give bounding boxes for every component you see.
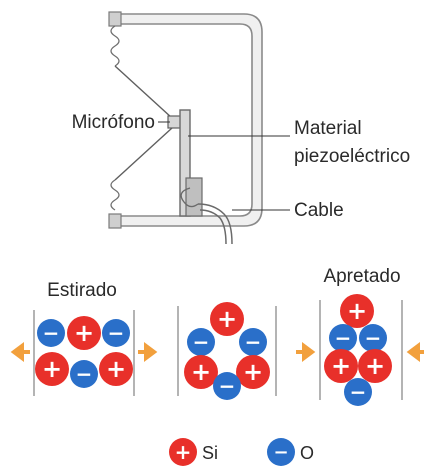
minus-sign: − xyxy=(350,380,367,404)
minus-sign: − xyxy=(76,362,93,386)
minus-sign: − xyxy=(365,326,382,350)
si-ion: + xyxy=(184,355,218,389)
minus-sign: − xyxy=(245,330,262,354)
diaphragm-bottom-wave xyxy=(110,179,120,211)
si-ion: + xyxy=(67,316,101,350)
o-ion: − xyxy=(37,319,65,347)
plus-sign: + xyxy=(106,355,126,383)
minus-sign: − xyxy=(193,330,210,354)
o-ion: − xyxy=(213,372,241,400)
cable-loop xyxy=(180,187,199,208)
label-stretched: Estirado xyxy=(47,280,117,301)
o-ion: − xyxy=(187,328,215,356)
minus-sign: − xyxy=(273,442,288,463)
plus-sign: + xyxy=(217,305,237,333)
crystal-stretched: − + − + − + xyxy=(10,310,158,396)
cable-wire-2 xyxy=(199,209,227,245)
si-ion: + xyxy=(35,352,69,386)
diaphragm-top-line xyxy=(114,65,173,119)
label-microphone: Micrófono xyxy=(72,112,155,133)
bottom-clamp xyxy=(108,213,122,229)
o-ion: − xyxy=(102,319,130,347)
o-ion: − xyxy=(239,328,267,356)
microphone-diagram: Micrófono Material piezoeléctrico Cable xyxy=(72,11,410,245)
plus-sign: + xyxy=(331,352,351,380)
label-compressed: Apretado xyxy=(323,266,400,287)
force-arrow-left xyxy=(10,342,30,362)
plus-sign: + xyxy=(365,352,385,380)
force-arrow-right xyxy=(406,342,424,362)
crystal-neutral: + − − + + − xyxy=(177,302,277,400)
plus-sign: + xyxy=(347,297,367,325)
legend-o-label: O xyxy=(300,443,314,463)
label-cable: Cable xyxy=(294,200,344,221)
label-piezo-material-line1: Material xyxy=(294,118,362,139)
top-clamp xyxy=(108,11,122,27)
diaphragm-top-wave xyxy=(110,25,120,67)
label-piezo-material-line2: piezoeléctrico xyxy=(294,146,410,167)
o-ion: − xyxy=(329,324,357,352)
si-ion: + xyxy=(358,349,392,383)
legend-si-swatch: + xyxy=(169,438,197,466)
minus-sign: − xyxy=(108,321,125,345)
o-ion: − xyxy=(359,324,387,352)
plus-sign: + xyxy=(243,358,263,386)
o-ion: − xyxy=(70,360,98,388)
minus-sign: − xyxy=(43,321,60,345)
legend: + Si − O xyxy=(169,438,314,466)
si-ion: + xyxy=(210,302,244,336)
si-ion: + xyxy=(99,352,133,386)
plus-sign: + xyxy=(191,358,211,386)
force-arrow-left xyxy=(296,342,316,362)
piezo-material xyxy=(179,109,191,217)
crystal-compressed: + − − + + − xyxy=(296,294,424,406)
o-ion: − xyxy=(344,378,372,406)
minus-sign: − xyxy=(335,326,352,350)
force-arrow-right xyxy=(138,342,158,362)
plus-sign: + xyxy=(74,319,94,347)
piezo-base xyxy=(185,177,203,217)
si-ion: + xyxy=(236,355,270,389)
cable-wire-1 xyxy=(197,203,233,245)
diaphragm-bottom-line xyxy=(114,127,173,181)
si-ion: + xyxy=(324,349,358,383)
si-ion: + xyxy=(340,294,374,328)
plus-sign: + xyxy=(175,440,192,464)
plus-sign: + xyxy=(42,355,62,383)
legend-o-swatch: − xyxy=(267,438,295,466)
legend-si-label: Si xyxy=(202,443,218,463)
minus-sign: − xyxy=(219,374,236,398)
